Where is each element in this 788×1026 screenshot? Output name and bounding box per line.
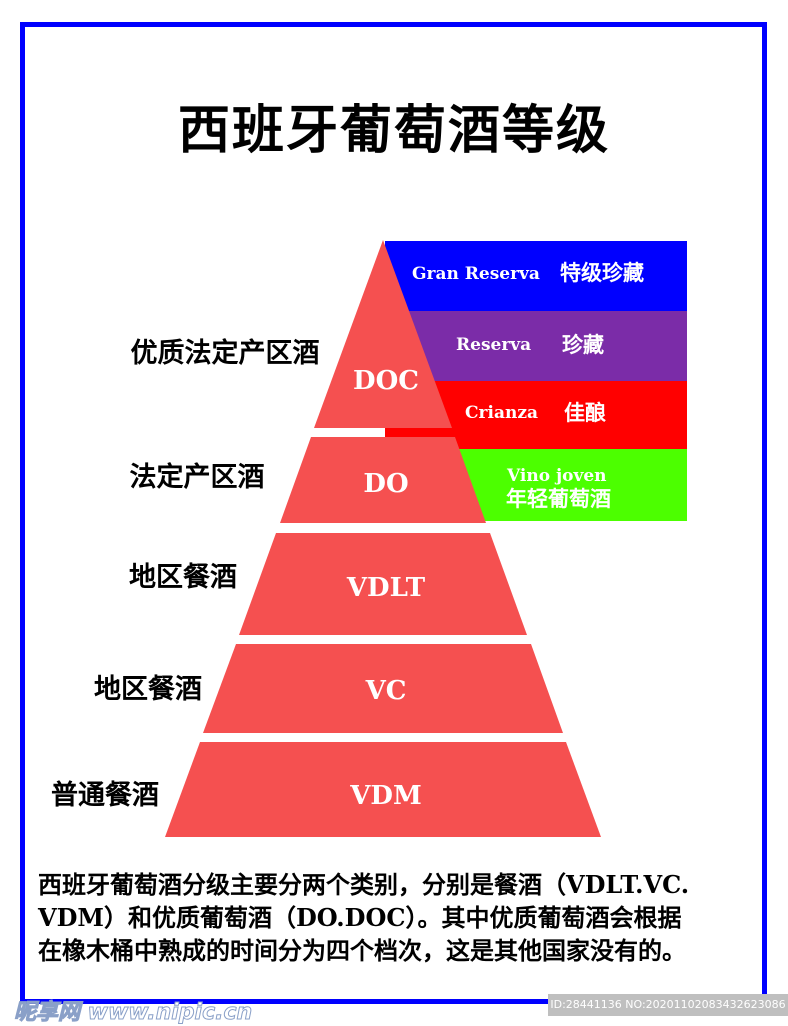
pyramid-label-vc: 地区餐酒 xyxy=(94,674,202,705)
tier-reserva-box xyxy=(385,311,687,381)
pyramid-label-vdm: 普通餐酒 xyxy=(51,779,159,811)
pyramid-code-vdlt: VDLT xyxy=(346,573,426,603)
pyramid-band-vc xyxy=(203,644,563,733)
pyramid-code-do: DO xyxy=(363,469,408,499)
tier-crianza-en: Crianza xyxy=(465,403,538,423)
image-id-label: ID:28441136 NO:20201102083432623086 xyxy=(548,994,788,1016)
page-title: 西班牙葡萄酒等级 xyxy=(177,100,610,161)
pyramid-label-do: 法定产区酒 xyxy=(130,461,265,493)
pyramid-label-vdlt: 地区餐酒 xyxy=(129,562,237,593)
tier-reserva-zh: 珍藏 xyxy=(562,332,604,357)
watermark-logo: 昵享网 www.nipic.cn xyxy=(13,1000,253,1026)
pyramid-band-vdlt xyxy=(239,533,527,635)
tier-gran-reserva-en: Gran Reserva xyxy=(412,264,540,284)
tier-gran-reserva-zh: 特级珍藏 xyxy=(560,260,644,285)
tier-reserva-en: Reserva xyxy=(456,335,531,355)
blue-border-frame xyxy=(20,22,767,1004)
pyramid-label-doc: 优质法定产区酒 xyxy=(131,337,320,369)
pyramid-code-doc: DOC xyxy=(353,366,419,396)
pyramid-code-vdm: VDM xyxy=(349,781,422,811)
description-line-2: VDM）和优质葡萄酒（DO.DOC）。其中优质葡萄酒会根据 xyxy=(38,903,682,932)
description-line-1: 西班牙葡萄酒分级主要分两个类别，分别是餐酒（VDLT.VC. xyxy=(38,870,690,899)
tier-crianza-zh: 佳酿 xyxy=(564,400,606,425)
pyramid-band-vdm xyxy=(165,742,601,837)
pyramid-band-doc xyxy=(314,240,452,428)
pyramid xyxy=(165,240,601,837)
tier-gran-reserva-box xyxy=(385,241,687,311)
description-line-3: 在橡木桶中熟成的时间分为四个档次，这是其他国家没有的。 xyxy=(38,936,686,965)
tier-vino-joven-en: Vino joven xyxy=(506,466,607,486)
pyramid-band-do xyxy=(280,437,486,523)
pyramid-code-vc: VC xyxy=(365,676,407,706)
tier-vino-joven-zh: 年轻葡萄酒 xyxy=(506,486,611,511)
